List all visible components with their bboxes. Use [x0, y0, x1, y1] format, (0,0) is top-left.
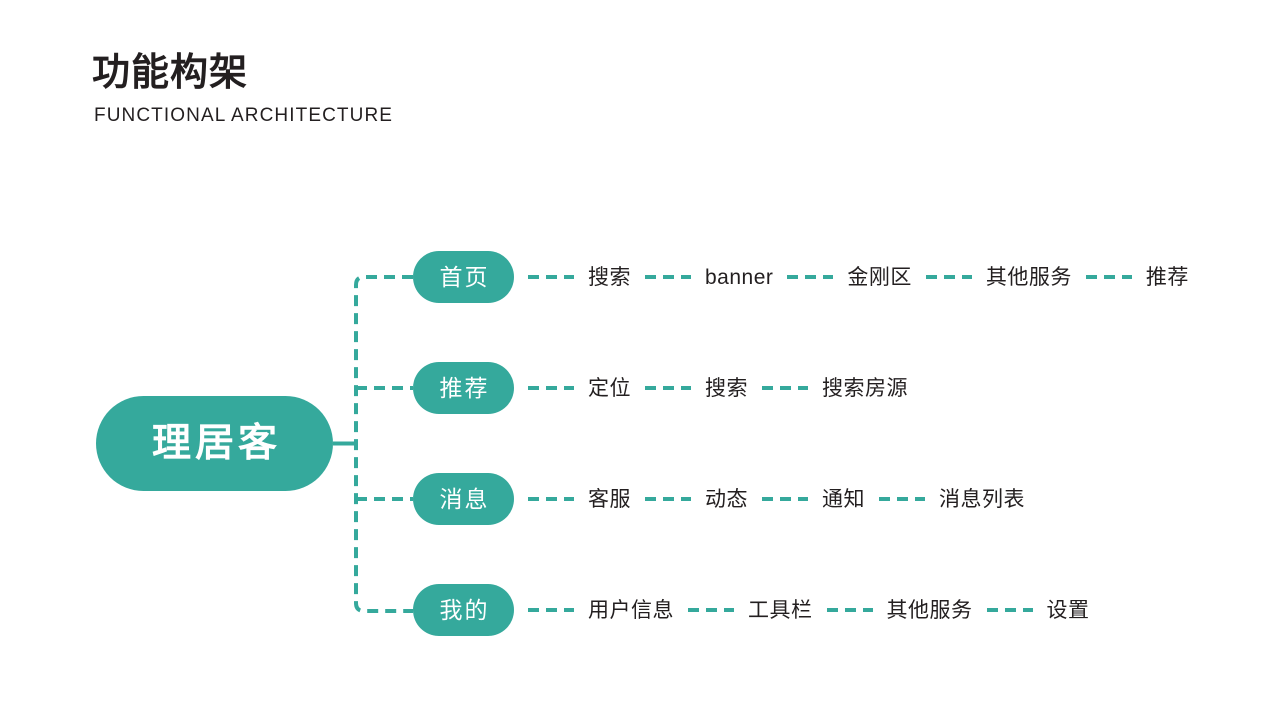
dashed-connector-icon: [762, 497, 808, 501]
leaf-label: 金刚区: [847, 265, 912, 289]
leaf-label: 搜索: [588, 265, 631, 289]
leaf-label: 搜索: [705, 376, 748, 400]
branch-node[interactable]: 消息: [413, 473, 514, 525]
branch-node[interactable]: 我的: [413, 584, 514, 636]
root-node-label: 理居客: [151, 422, 281, 465]
leaf-label: 工具栏: [748, 598, 813, 622]
dashed-connector-icon: [1085, 275, 1132, 279]
dashed-connector-icon: [925, 275, 972, 279]
branch-node-label: 我的: [439, 596, 490, 623]
branch-node-label: 首页: [439, 263, 490, 290]
page-title: 功能构架: [92, 52, 249, 94]
branch-node-label: 消息: [439, 485, 490, 512]
dashed-connector-icon: [645, 275, 691, 279]
dashed-connector-icon: [688, 608, 734, 612]
dashed-connector-icon: [645, 386, 691, 390]
branch-row: 消息 客服 动态 通知 消息列表: [413, 473, 1025, 525]
leaf-label: banner: [705, 265, 774, 289]
dashed-connector-icon: [762, 386, 808, 390]
leaf-label: 其他服务: [886, 598, 973, 622]
leaf-label: 通知: [822, 487, 865, 511]
branch-row: 我的 用户信息 工具栏 其他服务 设置: [413, 584, 1090, 636]
leaf-label: 客服: [588, 487, 631, 511]
leaf-label: 消息列表: [939, 487, 1025, 511]
page-header: 功能构架 FUNCTIONAL ARCHITECTURE: [92, 52, 393, 127]
root-node[interactable]: 理居客: [96, 396, 333, 491]
page-subtitle: FUNCTIONAL ARCHITECTURE: [94, 104, 394, 126]
leaf-label: 其他服务: [985, 265, 1072, 289]
branch-row: 推荐 定位 搜索 搜索房源: [413, 362, 908, 414]
dashed-connector-icon: [528, 608, 574, 612]
leaf-label: 设置: [1046, 598, 1090, 622]
leaf-label: 动态: [705, 487, 748, 511]
dashed-connector-icon: [986, 608, 1033, 612]
dashed-connector-icon: [879, 497, 925, 501]
dashed-connector-icon: [645, 497, 691, 501]
branch-node-label: 推荐: [439, 374, 490, 401]
dashed-connector-icon: [787, 275, 834, 279]
leaf-label: 用户信息: [588, 598, 674, 622]
leaf-label: 定位: [588, 376, 631, 400]
trunk-line: [354, 275, 413, 613]
leaf-label: 推荐: [1145, 265, 1189, 289]
branch-node[interactable]: 首页: [413, 251, 514, 303]
leaf-label: 搜索房源: [822, 376, 908, 400]
dashed-connector-icon: [528, 497, 574, 501]
dashed-connector-icon: [528, 275, 574, 279]
dashed-connector-icon: [528, 386, 574, 390]
branch-node[interactable]: 推荐: [413, 362, 514, 414]
dashed-connector-icon: [826, 608, 873, 612]
branch-row: 首页 搜索 banner 金刚区 其他服务 推荐: [413, 251, 1189, 303]
